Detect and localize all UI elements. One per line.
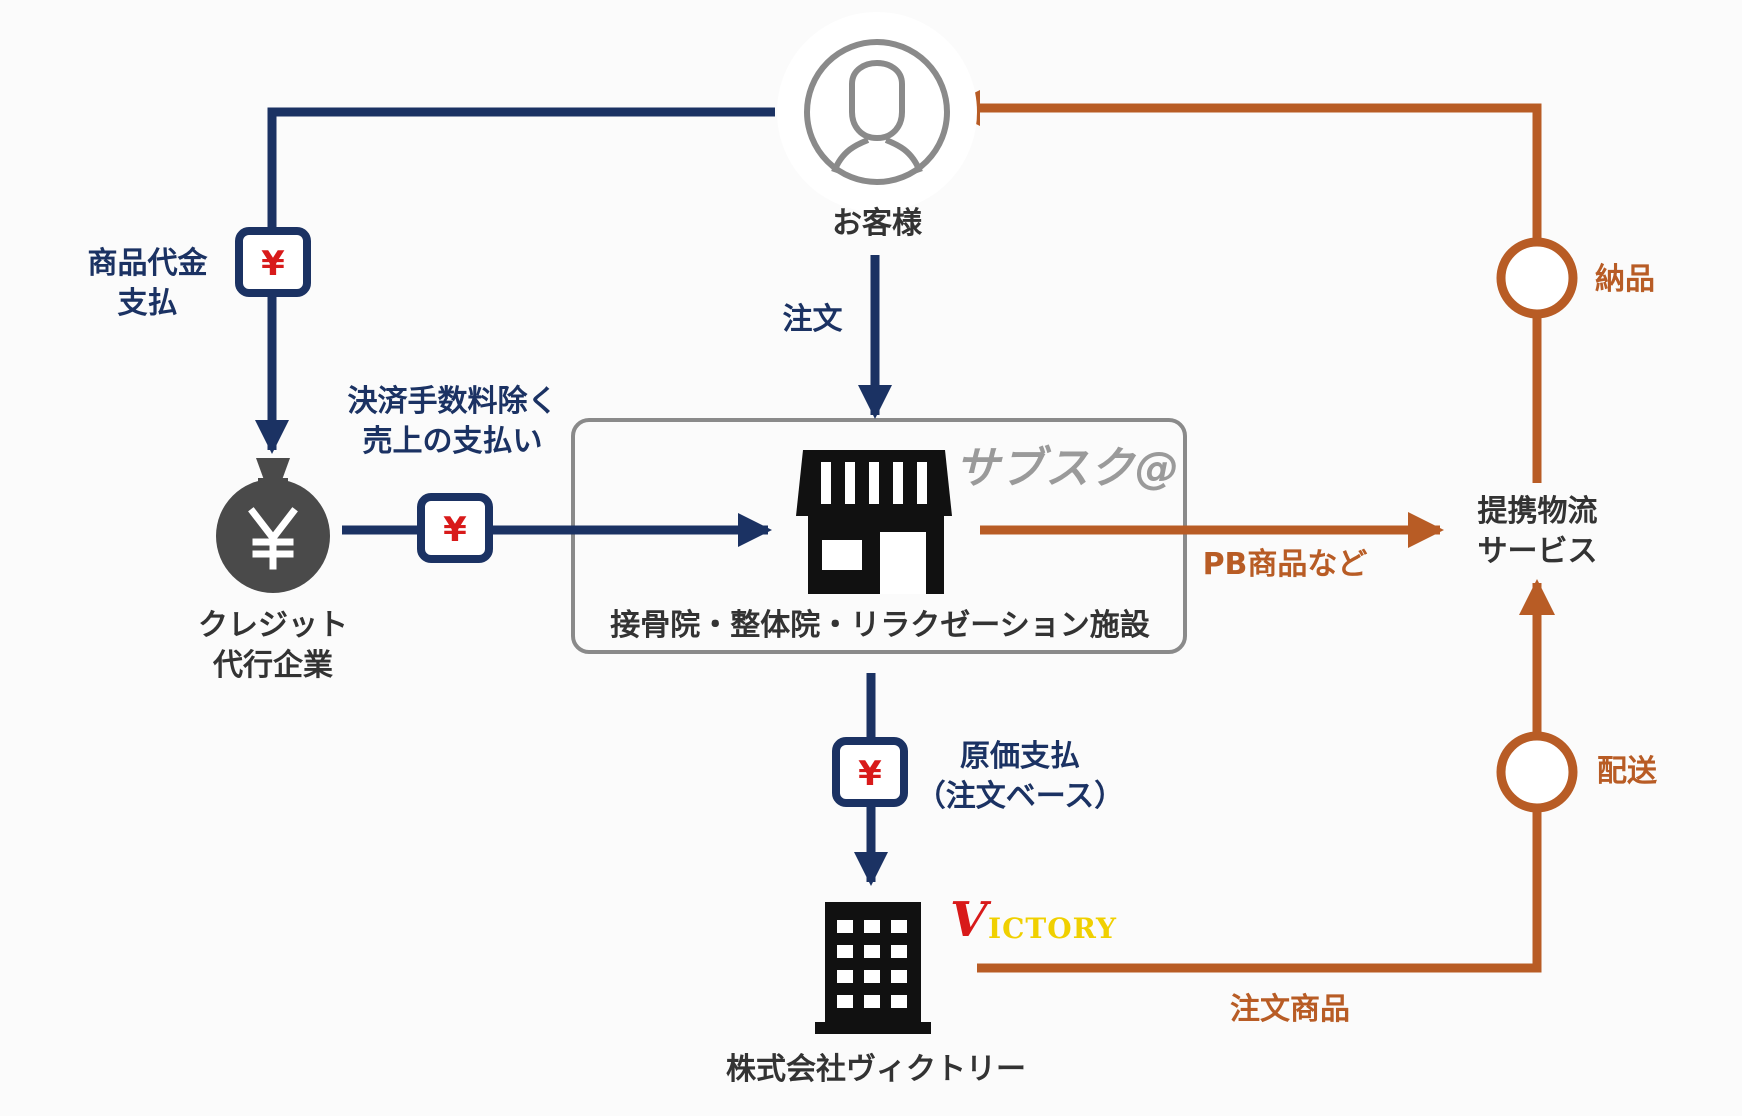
yen-symbol: ¥ bbox=[858, 754, 882, 794]
ordered-products-label: 注文商品 bbox=[1230, 992, 1350, 1027]
credit-label-line1: クレジット bbox=[198, 608, 348, 643]
credit-label-line2: 代行企業 bbox=[213, 648, 333, 683]
subsuku-brand-logo: サブスク@ bbox=[955, 443, 1180, 494]
victory-company-label: 株式会社ヴィクトリー bbox=[726, 1052, 1026, 1087]
ordered-products-arrow bbox=[977, 579, 1555, 973]
yen-symbol: ¥ bbox=[443, 510, 467, 550]
store-label: 接骨院・整体院・リラクゼーション施設 bbox=[610, 608, 1150, 643]
order-label: 注文 bbox=[782, 302, 843, 337]
shipping-step-circle bbox=[1496, 731, 1578, 813]
victory-logo-initial: V bbox=[950, 892, 988, 948]
delivery-to-customer-arrow bbox=[944, 90, 1542, 483]
shipping-label: 配送 bbox=[1597, 754, 1657, 789]
product-payment-line2: 支払 bbox=[117, 286, 178, 321]
cost-payment-line1: 原価支払 bbox=[960, 739, 1080, 774]
product-payment-label: 商品代金 支払 bbox=[75, 244, 220, 324]
product-payment-arrow bbox=[255, 107, 775, 454]
cost-payment-label: 原価支払 （注文ベース） bbox=[915, 737, 1125, 817]
money-bag-icon bbox=[216, 458, 330, 593]
product-payment-line1: 商品代金 bbox=[87, 246, 208, 281]
person-icon bbox=[777, 12, 977, 212]
yen-symbol: ¥ bbox=[261, 244, 285, 284]
cost-payment-line2: （注文ベース） bbox=[915, 779, 1125, 814]
store-frame bbox=[571, 418, 1187, 654]
victory-logo-text: ICTORY bbox=[988, 912, 1118, 945]
sales-payment-label: 決済手数料除く 売上の支払い bbox=[330, 382, 575, 462]
yen-badge-product-payment: ¥ bbox=[235, 227, 311, 297]
storefront-icon bbox=[796, 450, 952, 594]
yen-badge-sales-payment: ¥ bbox=[417, 493, 493, 563]
logistics-label-line1: 提携物流 bbox=[1477, 494, 1598, 529]
office-building-icon bbox=[815, 902, 931, 1034]
logistics-label-line2: サービス bbox=[1477, 534, 1598, 569]
yen-badge-cost-payment: ¥ bbox=[832, 737, 908, 807]
credit-company-label: クレジット 代行企業 bbox=[183, 606, 363, 686]
sales-payment-line2: 売上の支払い bbox=[362, 424, 543, 459]
logistics-label: 提携物流 サービス bbox=[1450, 492, 1625, 572]
pb-products-label: PB商品など bbox=[1202, 547, 1368, 582]
customer-label: お客様 bbox=[832, 206, 922, 241]
delivery-label: 納品 bbox=[1595, 262, 1655, 297]
delivery-step-circle bbox=[1496, 237, 1578, 319]
sales-payment-line1: 決済手数料除く bbox=[347, 384, 558, 419]
